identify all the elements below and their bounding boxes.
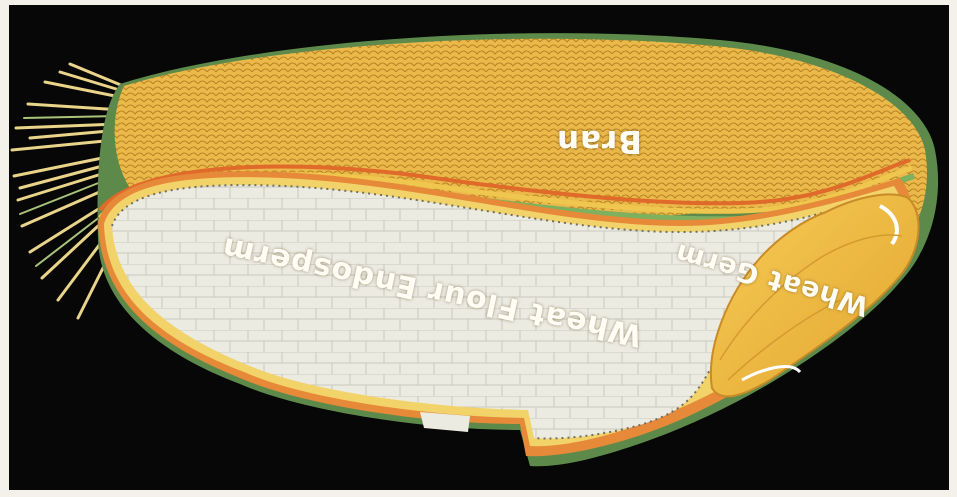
- bran-label: Bran: [556, 123, 642, 159]
